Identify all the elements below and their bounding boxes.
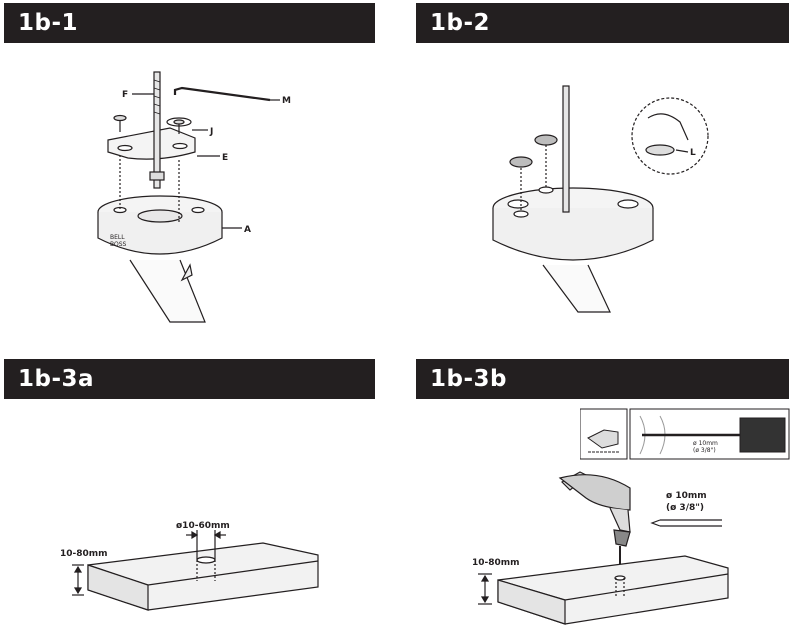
step-title: 1b-2 bbox=[430, 10, 491, 36]
drill-size-imperial-label: (ø 3/8") bbox=[666, 503, 704, 513]
label-j: J bbox=[209, 127, 213, 137]
thickness-label: 10-80mm bbox=[472, 558, 520, 568]
step-header-1b-3a: 1b-3a bbox=[4, 359, 375, 399]
step-title: 1b-3a bbox=[18, 366, 95, 392]
base-text-line-2: BOSS bbox=[110, 241, 127, 248]
drill-bit-inset: ø 10mm (ø 3/8") bbox=[580, 408, 790, 460]
step-header-1b-2: 1b-2 bbox=[416, 3, 789, 43]
step-1b-1-illustration: F M J E A BELL BOSS bbox=[97, 71, 291, 323]
step-header-1b-3b: 1b-3b bbox=[416, 359, 789, 399]
step-title: 1b-3b bbox=[430, 366, 507, 392]
inset-drill-metric-label: ø 10mm bbox=[693, 440, 718, 447]
step-1b-3a-illustration: ø10-60mm 10-80mm bbox=[60, 521, 319, 611]
hole-diameter-label: ø10-60mm bbox=[176, 521, 230, 531]
label-a: A bbox=[244, 225, 251, 235]
step-title: 1b-1 bbox=[18, 10, 79, 36]
inset-drill-imperial-label: (ø 3/8") bbox=[693, 447, 716, 454]
label-f: F bbox=[122, 90, 128, 100]
thickness-label: 10-80mm bbox=[60, 549, 108, 559]
label-m: M bbox=[282, 96, 291, 106]
step-1b-2-illustration: L bbox=[492, 85, 709, 313]
step-header-1b-1: 1b-1 bbox=[4, 3, 375, 43]
label-l: L bbox=[690, 148, 696, 158]
base-text-line-1: BELL bbox=[110, 234, 125, 241]
step-1b-3b-illustration: ø 10mm (ø 3/8") 10-80mm bbox=[472, 471, 729, 625]
drill-size-metric-label: ø 10mm bbox=[666, 491, 707, 501]
label-e: E bbox=[222, 153, 228, 163]
